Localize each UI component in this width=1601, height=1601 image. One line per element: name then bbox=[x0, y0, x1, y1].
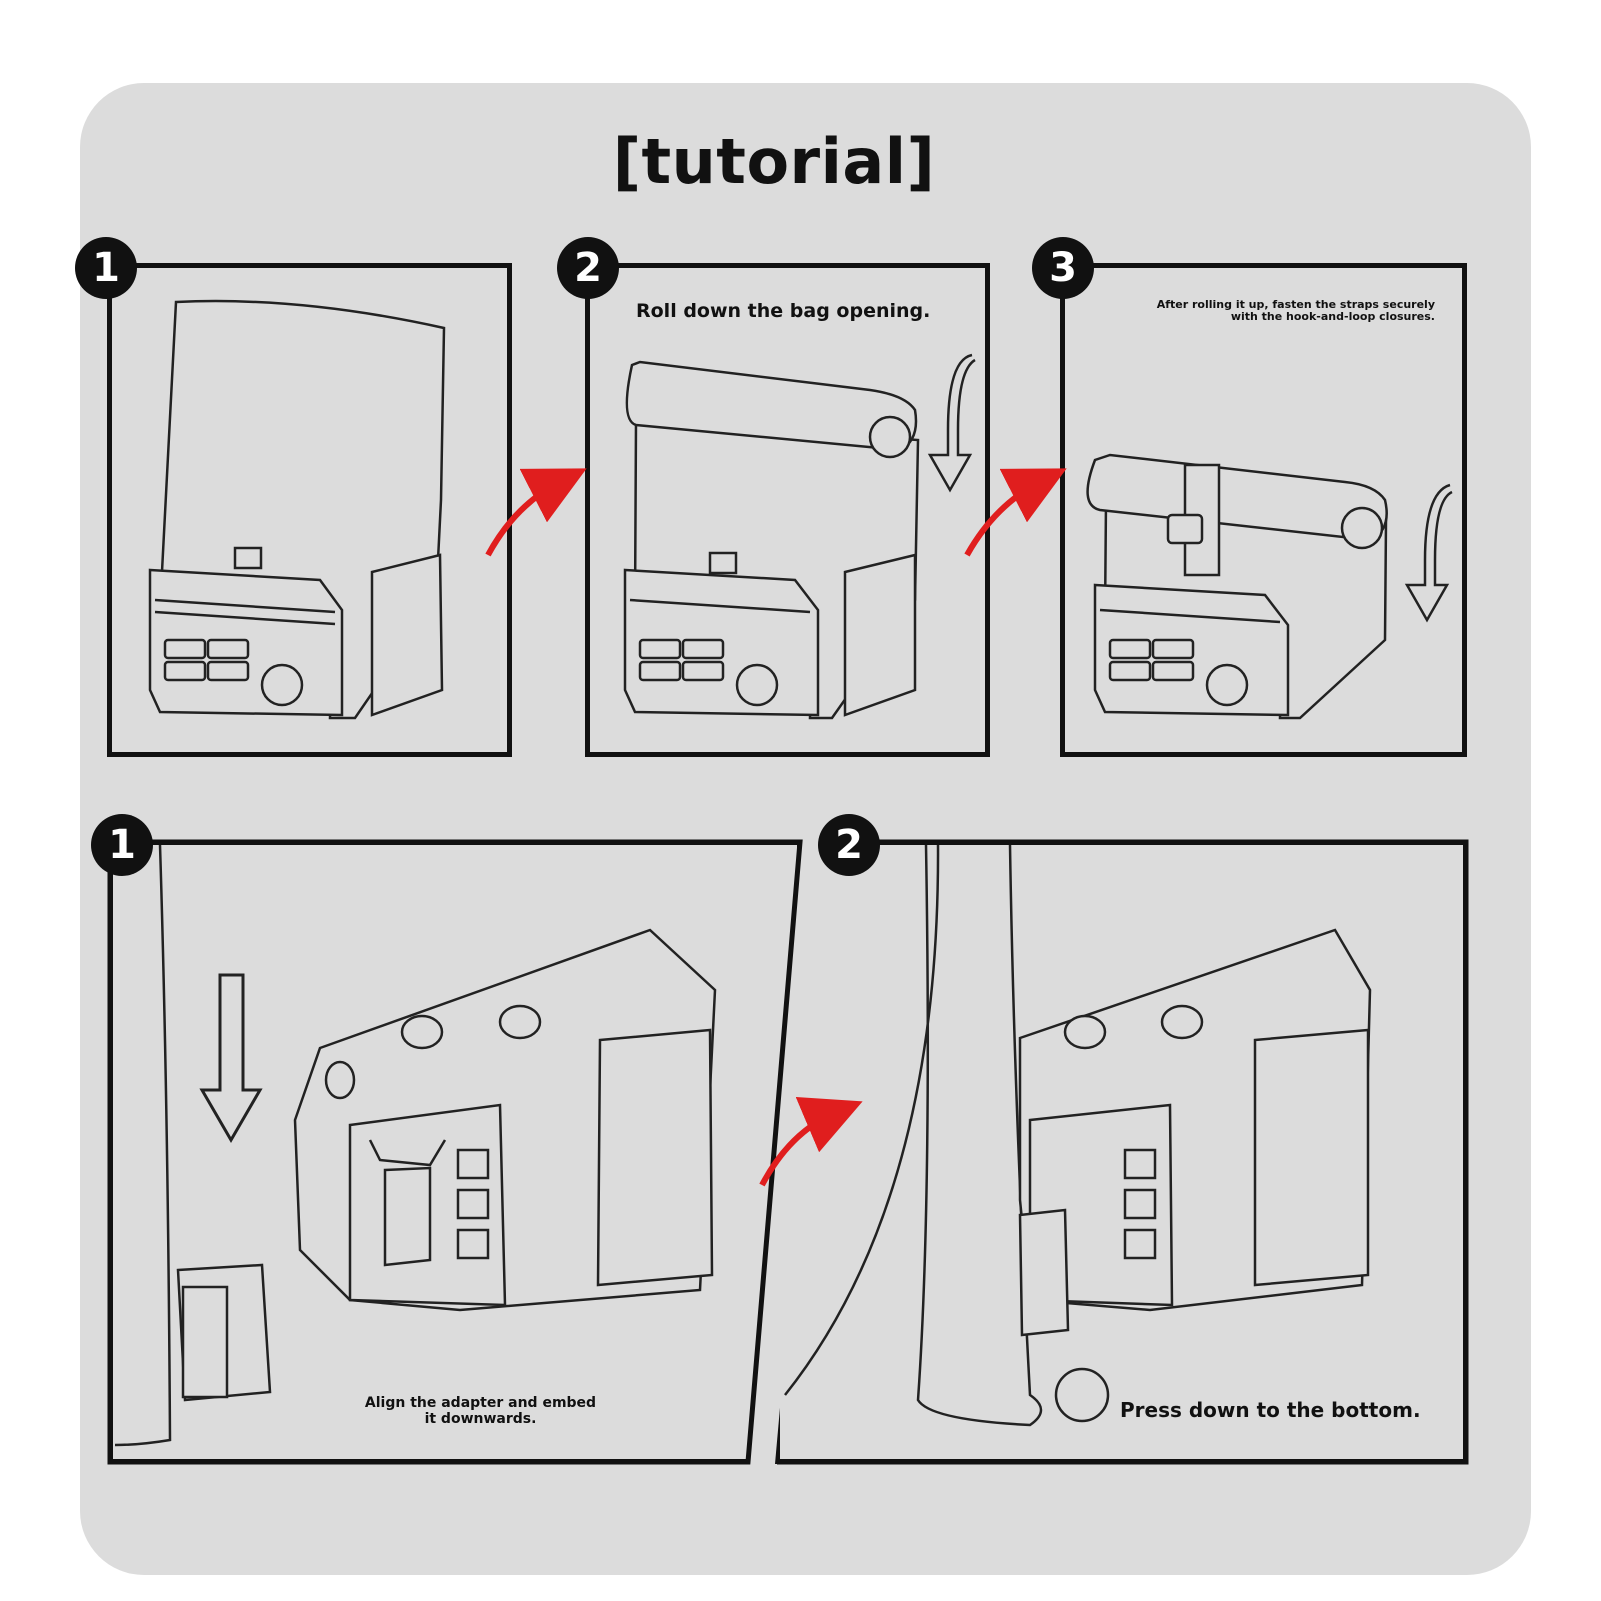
step-top-2-badge: 2 bbox=[557, 237, 619, 299]
red-curved-arrow-icon bbox=[964, 468, 1067, 557]
step-top-3-caption: After rolling it up, fasten the straps s… bbox=[1156, 298, 1435, 323]
adapter-align-illustration bbox=[114, 844, 717, 1447]
step-bottom-1-badge: 1 bbox=[91, 814, 153, 876]
down-arrow-icon bbox=[1404, 483, 1453, 623]
bag-rolling-illustration bbox=[623, 360, 920, 720]
step-top-1-badge: 1 bbox=[75, 237, 137, 299]
step-bottom-2-caption: Press down to the bottom. bbox=[1120, 1398, 1421, 1422]
step-bottom-1-caption: Align the adapter and embed it downwards… bbox=[364, 1395, 597, 1427]
bag-open-illustration bbox=[148, 299, 446, 720]
bag-strapped-illustration bbox=[1086, 453, 1388, 720]
step-bottom-2-badge: 2 bbox=[818, 814, 880, 876]
step-bottom-1-outline bbox=[107, 839, 803, 1465]
red-curved-arrow-icon bbox=[485, 468, 587, 557]
step-top-2-caption: Roll down the bag opening. bbox=[636, 300, 931, 322]
step-bottom-2-outline bbox=[777, 839, 1469, 1465]
down-arrow-icon bbox=[927, 353, 976, 493]
adapter-mounted-illustration bbox=[784, 844, 1372, 1427]
down-arrow-icon bbox=[199, 973, 263, 1143]
page-title: [tutorial] bbox=[612, 125, 936, 198]
red-curved-arrow-icon bbox=[759, 1097, 863, 1187]
step-top-3-badge: 3 bbox=[1032, 237, 1094, 299]
